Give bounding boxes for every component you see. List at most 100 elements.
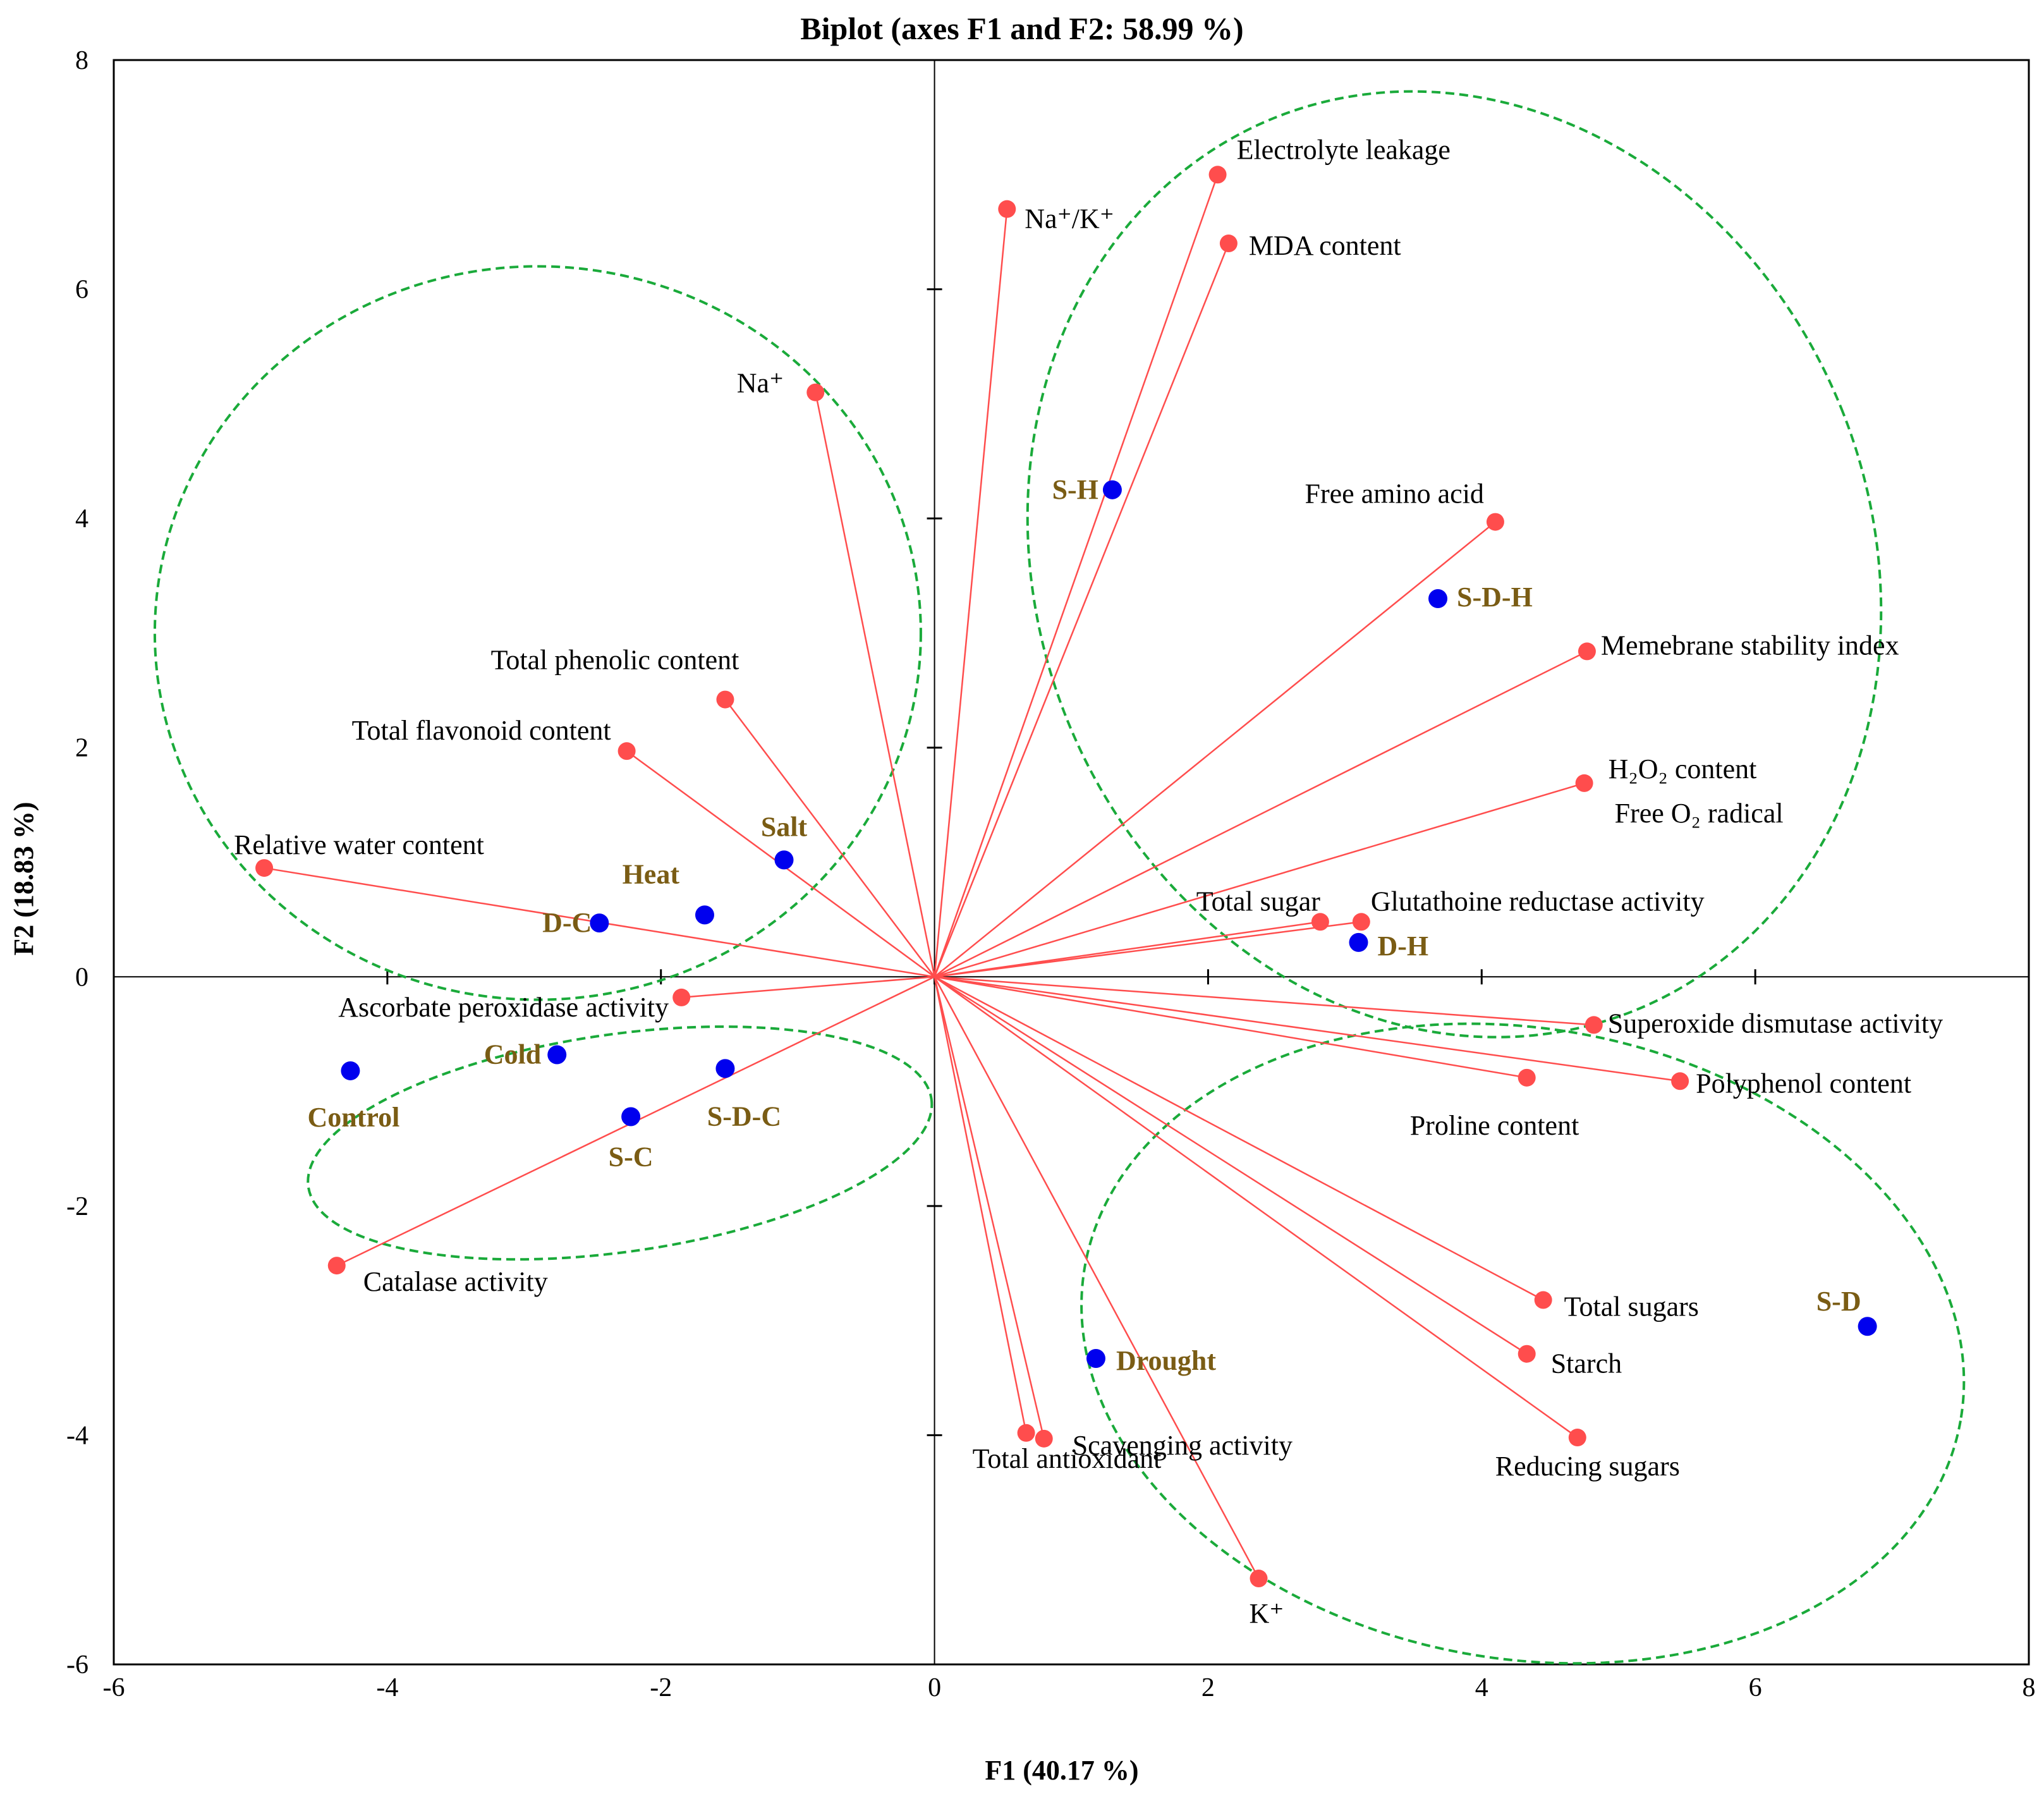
- variable-point: [1486, 513, 1504, 531]
- variable-point: [1311, 913, 1329, 931]
- y-axis-label: F2 (18.83 %): [8, 802, 39, 955]
- variable-label: Total flavonoid content: [352, 715, 611, 746]
- x-axis-label: F1 (40.17 %): [985, 1755, 1138, 1786]
- y-tick-label: 2: [75, 734, 88, 763]
- x-tick-label: 6: [1749, 1673, 1762, 1702]
- y-tick-label: 8: [75, 46, 88, 75]
- variable-vector: [934, 976, 1528, 1355]
- variable-point: [1575, 774, 1593, 792]
- variable-label: Scavenging activity: [1073, 1430, 1293, 1461]
- variable-vector: [934, 650, 1588, 978]
- variable-label: Total sugar: [1196, 886, 1320, 917]
- variable-label: MDA content: [1249, 230, 1401, 261]
- y-tick-label: 0: [75, 963, 88, 992]
- x-tick-label: 2: [1201, 1673, 1215, 1702]
- observation-label: S-C: [609, 1141, 654, 1172]
- variable-point: [998, 200, 1016, 218]
- x-tick-label: 0: [928, 1673, 941, 1702]
- observation-point: [1349, 932, 1368, 952]
- observation-point: [1858, 1317, 1877, 1336]
- observation-label: S-D-H: [1457, 582, 1533, 613]
- variable-vector: [934, 976, 1527, 1079]
- x-tick-label: 4: [1475, 1673, 1488, 1702]
- variable-label: Total phenolic content: [491, 645, 739, 676]
- variable-point: [1518, 1345, 1536, 1363]
- observation-label: D-H: [1378, 931, 1429, 961]
- y-tick-label: -4: [66, 1421, 88, 1450]
- variable-vector: [681, 976, 935, 999]
- variable-point: [1578, 642, 1596, 661]
- observation-label: Salt: [761, 811, 808, 842]
- variable-label: K⁺: [1250, 1598, 1284, 1629]
- variable-point: [1534, 1291, 1552, 1309]
- variable-label: Proline content: [1410, 1110, 1579, 1141]
- variable-vector: [934, 977, 1027, 1434]
- variable-point: [617, 742, 636, 760]
- variable-vector: [934, 782, 1585, 978]
- y-tick-label: 4: [75, 504, 88, 534]
- variable-point: [716, 690, 734, 709]
- variable-point: [1352, 913, 1370, 931]
- plot-frame: [113, 59, 2030, 1666]
- variable-point: [1671, 1072, 1689, 1090]
- variable-point: [327, 1257, 346, 1275]
- variable-label: Polyphenol content: [1696, 1068, 1911, 1099]
- variable-vector: [934, 976, 1260, 1579]
- observation-point: [590, 913, 609, 933]
- x-tick-label: 8: [2023, 1673, 2036, 1702]
- variable-vector: [934, 976, 1045, 1439]
- chart-points: [255, 166, 1877, 1588]
- observation-point: [341, 1061, 360, 1080]
- variable-vector: [934, 243, 1230, 977]
- x-tick-label: -6: [103, 1673, 125, 1702]
- variable-point: [1017, 1424, 1035, 1442]
- group-ellipse: [1080, 1022, 1966, 1665]
- observation-label: D-C: [542, 907, 592, 938]
- group-ellipses: [153, 90, 1966, 1665]
- observation-label: Cold: [484, 1039, 541, 1070]
- variable-point: [672, 988, 691, 1006]
- variable-vectors: [264, 174, 1681, 1579]
- variable-vector: [934, 209, 1008, 977]
- y-tick-label: 6: [75, 276, 88, 305]
- observation-label: S-H: [1052, 474, 1098, 505]
- variable-label: Catalase activity: [363, 1266, 548, 1297]
- observation-label: Drought: [1116, 1345, 1216, 1376]
- variable-point: [806, 383, 825, 401]
- variable-label: Free amino acid: [1305, 479, 1483, 510]
- variable-label: Free O₂ radical: [1615, 798, 1784, 829]
- observation-label: S-D-C: [707, 1101, 781, 1132]
- variable-point: [1208, 166, 1227, 184]
- variable-point: [1219, 235, 1238, 253]
- variable-vector: [934, 921, 1321, 978]
- observation-label: S-D: [1816, 1286, 1861, 1317]
- observation-point: [715, 1059, 735, 1078]
- chart-title: Biplot (axes F1 and F2: 58.99 %): [800, 11, 1243, 46]
- variable-vector: [934, 976, 1578, 1439]
- group-ellipse: [153, 265, 922, 1001]
- variable-label: Electrolyte leakage: [1237, 134, 1451, 165]
- observation-point: [774, 850, 794, 870]
- variable-point: [1568, 1429, 1586, 1447]
- variable-label: Glutathoine reductase activity: [1371, 886, 1705, 917]
- variable-vector: [934, 521, 1496, 978]
- observation-point: [621, 1107, 641, 1126]
- variable-vector: [934, 976, 1594, 1026]
- variable-vector: [934, 921, 1361, 978]
- variable-vector: [934, 976, 1681, 1082]
- group-ellipse: [1026, 90, 1883, 1039]
- observation-label: Heat: [623, 858, 680, 889]
- variable-label: Relative water content: [234, 829, 484, 860]
- variable-label: Na⁺: [737, 368, 784, 399]
- observation-point: [1428, 589, 1448, 609]
- observation-point: [695, 905, 714, 925]
- variable-label: H₂O₂ content: [1609, 754, 1757, 784]
- variable-label: Na⁺/K⁺: [1025, 204, 1114, 235]
- variable-label: Total sugars: [1564, 1291, 1699, 1322]
- variable-vector: [724, 699, 935, 978]
- variable-vector: [815, 392, 935, 977]
- variable-label: Starch: [1551, 1348, 1622, 1379]
- observation-point: [1102, 480, 1122, 499]
